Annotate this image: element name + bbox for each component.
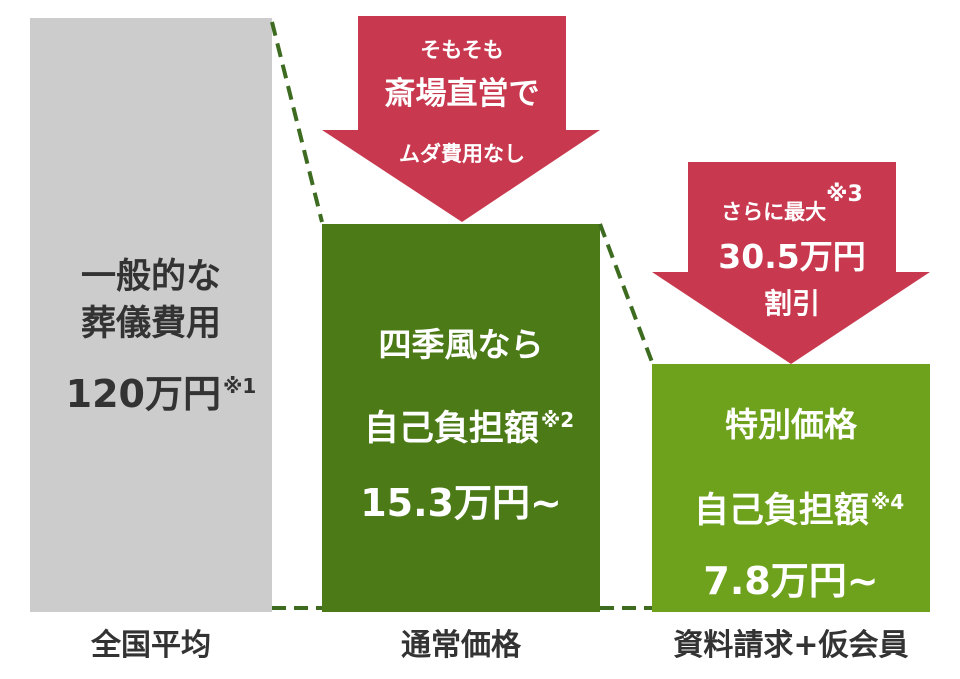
bar-national-average: 一般的な 葬儀費用 120万円※1	[30, 18, 272, 612]
callout-2-line3: 割引	[763, 287, 820, 320]
callout-2-line2: 30.5万円	[718, 237, 866, 276]
callout-1-line1: そもそも	[420, 38, 504, 62]
category-label-national-average: 全国平均	[91, 628, 211, 663]
category-label-normal-price: 通常価格	[401, 628, 521, 663]
bar-special-price-line2-row: 自己負担額※4	[668, 482, 930, 533]
category-label-member-price: 資料請求+仮会員	[673, 628, 909, 663]
bar-normal-price-line2: 自己負担額	[363, 409, 539, 449]
bar-special-price: 特別価格 自己負担額※4 7.8万円~	[652, 364, 930, 612]
bar-national-average-line2: 葬儀費用	[80, 304, 221, 344]
callout-1-line3: ムダ費用なし	[399, 142, 525, 166]
bar-national-average-amount: 120万円	[65, 372, 221, 416]
note-3: ※3	[826, 182, 863, 207]
bar-special-price-line1: 特別価格	[725, 405, 857, 444]
callout-2-line1-row: さらに最大※3	[688, 168, 896, 224]
callout-arrow-2	[652, 162, 930, 364]
bar-national-average-line1: 一般的な	[80, 257, 221, 297]
bar-normal-price-amount: 15.3万円~	[360, 481, 562, 525]
note-4: ※4	[870, 490, 905, 515]
bar-normal-price-line1: 四季風なら	[378, 325, 544, 364]
callout-2-line1: さらに最大	[721, 200, 827, 224]
bar-national-average-amount-row: 120万円※1	[50, 363, 272, 418]
bar-special-price-line2: 自己負担額	[693, 491, 869, 531]
bar-special-price-amount: 7.8万円~	[703, 559, 879, 603]
callout-arrow-1	[322, 16, 600, 222]
connector-slope-2	[598, 223, 654, 363]
note-2: ※2	[540, 408, 575, 433]
bar-normal-price: 四季風なら 自己負担額※2 15.3万円~	[322, 224, 600, 612]
note-1: ※1	[222, 374, 257, 399]
bar-normal-price-line2-row: 自己負担額※2	[338, 400, 600, 451]
connector-slope-1	[270, 21, 324, 223]
callout-1-line2: 斎場直営で	[384, 76, 540, 112]
